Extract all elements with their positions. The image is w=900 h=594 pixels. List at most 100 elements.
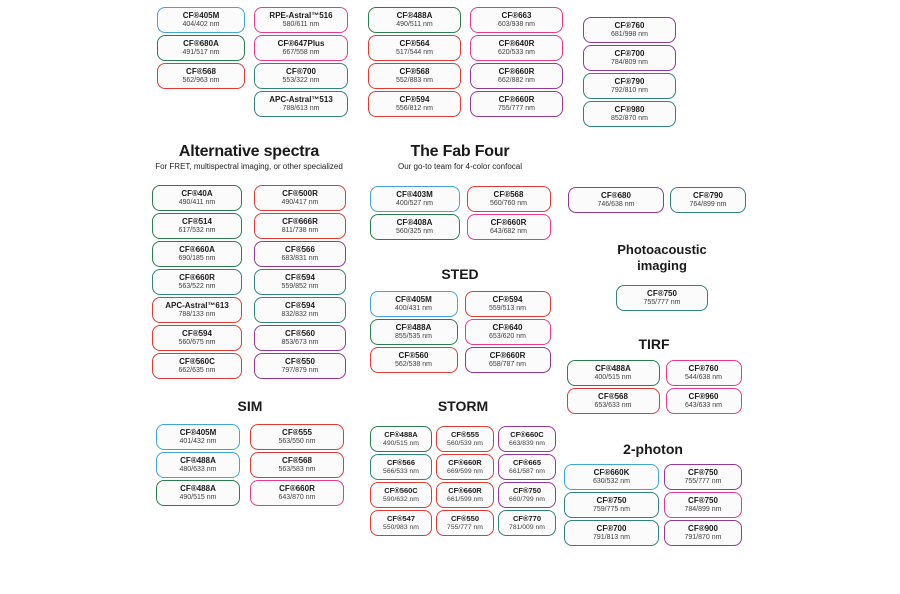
dye-name: CF®700 xyxy=(286,67,316,76)
dye-name: CF®594 xyxy=(285,301,315,310)
dye-name: CF®660C xyxy=(510,430,544,439)
section-title-storm: STORM xyxy=(437,398,489,414)
dye-ex-em-range: 755/777 nm xyxy=(447,524,483,531)
dye-ex-em-range: 759/775 nm xyxy=(593,506,630,513)
dye-ex-em-range: 630/532 nm xyxy=(593,478,630,485)
dye-ex-em-range: 562/538 nm xyxy=(395,361,432,368)
dye-ex-em-range: 643/633 nm xyxy=(685,402,722,409)
dye-ex-em-range: 490/515 nm xyxy=(383,440,419,447)
dye-ex-em-range: 852/870 nm xyxy=(611,115,648,122)
section-title-tirf: TIRF xyxy=(638,336,670,352)
dye-name: CF®594 xyxy=(285,273,315,282)
dye-name: CF®660R xyxy=(179,273,215,282)
dye-name: CF®547 xyxy=(386,514,416,523)
dye-name: CF®665 xyxy=(512,458,542,467)
dye-ex-em-range: 662/635 nm xyxy=(178,367,216,374)
section-title-fab-four: The Fab Four xyxy=(410,143,510,160)
dye-ex-em-range: 755/777 nm xyxy=(643,299,681,306)
section-fab-four: The Fab Four Our go-to team for 4-color … xyxy=(360,143,560,240)
dye-name: CF®40A xyxy=(181,189,213,198)
dye-name: CF®790 xyxy=(614,77,645,86)
dye-ex-em-range: 755/777 nm xyxy=(498,105,535,112)
dye-ex-em-range: 811/738 nm xyxy=(281,227,319,234)
dye-ex-em-range: 401/432 nm xyxy=(179,438,217,445)
dye-name: CF®403M xyxy=(396,190,433,199)
dye-name: CF®514 xyxy=(182,217,212,226)
dye-ex-em-range: 553/322 nm xyxy=(282,77,320,84)
dye-ex-em-range: 746/638 nm xyxy=(597,201,635,208)
dye-ex-em-range: 560/325 nm xyxy=(396,228,433,235)
dye-name: CF®700 xyxy=(614,49,645,58)
dye-name: CF®500R xyxy=(282,189,318,198)
dye-ex-em-range: 669/599 nm xyxy=(447,468,483,475)
dye-ex-em-range: 662/882 nm xyxy=(498,77,535,84)
dye-ex-em-range: 517/544 nm xyxy=(396,49,433,56)
section-title-sim: SIM xyxy=(237,398,263,414)
dye-name: CF®760 xyxy=(688,364,719,373)
dye-name: CF®568 xyxy=(282,456,312,465)
dye-ex-em-range: 797/879 nm xyxy=(281,367,319,374)
dye-name: CF®568 xyxy=(598,392,628,401)
dye-name: CF®647Plus xyxy=(277,39,325,48)
dye-name: CF®680 xyxy=(601,191,631,200)
dye-name: CF®564 xyxy=(399,39,430,48)
dye-name: CF®640 xyxy=(492,323,523,332)
dye-ex-em-range: 580/611 nm xyxy=(282,21,320,28)
dye-ex-em-range: 480/633 nm xyxy=(179,466,217,473)
dye-ex-em-range: 400/527 nm xyxy=(396,200,433,207)
dye-ex-em-range: 791/813 nm xyxy=(593,534,630,541)
dye-ex-em-range: 853/673 nm xyxy=(281,339,319,346)
dye-ex-em-range: 690/185 nm xyxy=(178,255,216,262)
dye-name: CF®550 xyxy=(450,514,480,523)
dye-name: CF®660R xyxy=(279,484,315,493)
dye-name: CF®594 xyxy=(492,295,523,304)
dye-ex-em-range: 490/511 nm xyxy=(396,21,433,28)
dye-ex-em-range: 683/831 nm xyxy=(281,255,319,262)
dye-name: CF®980 xyxy=(614,105,645,114)
dye-name: CF®750 xyxy=(596,496,627,505)
dye-name: CF®560 xyxy=(398,351,429,360)
dye-name: CF®550 xyxy=(285,357,315,366)
dye-ex-em-range: 658/787 nm xyxy=(489,361,526,368)
dye-name: APC-Astral™513 xyxy=(269,95,333,104)
